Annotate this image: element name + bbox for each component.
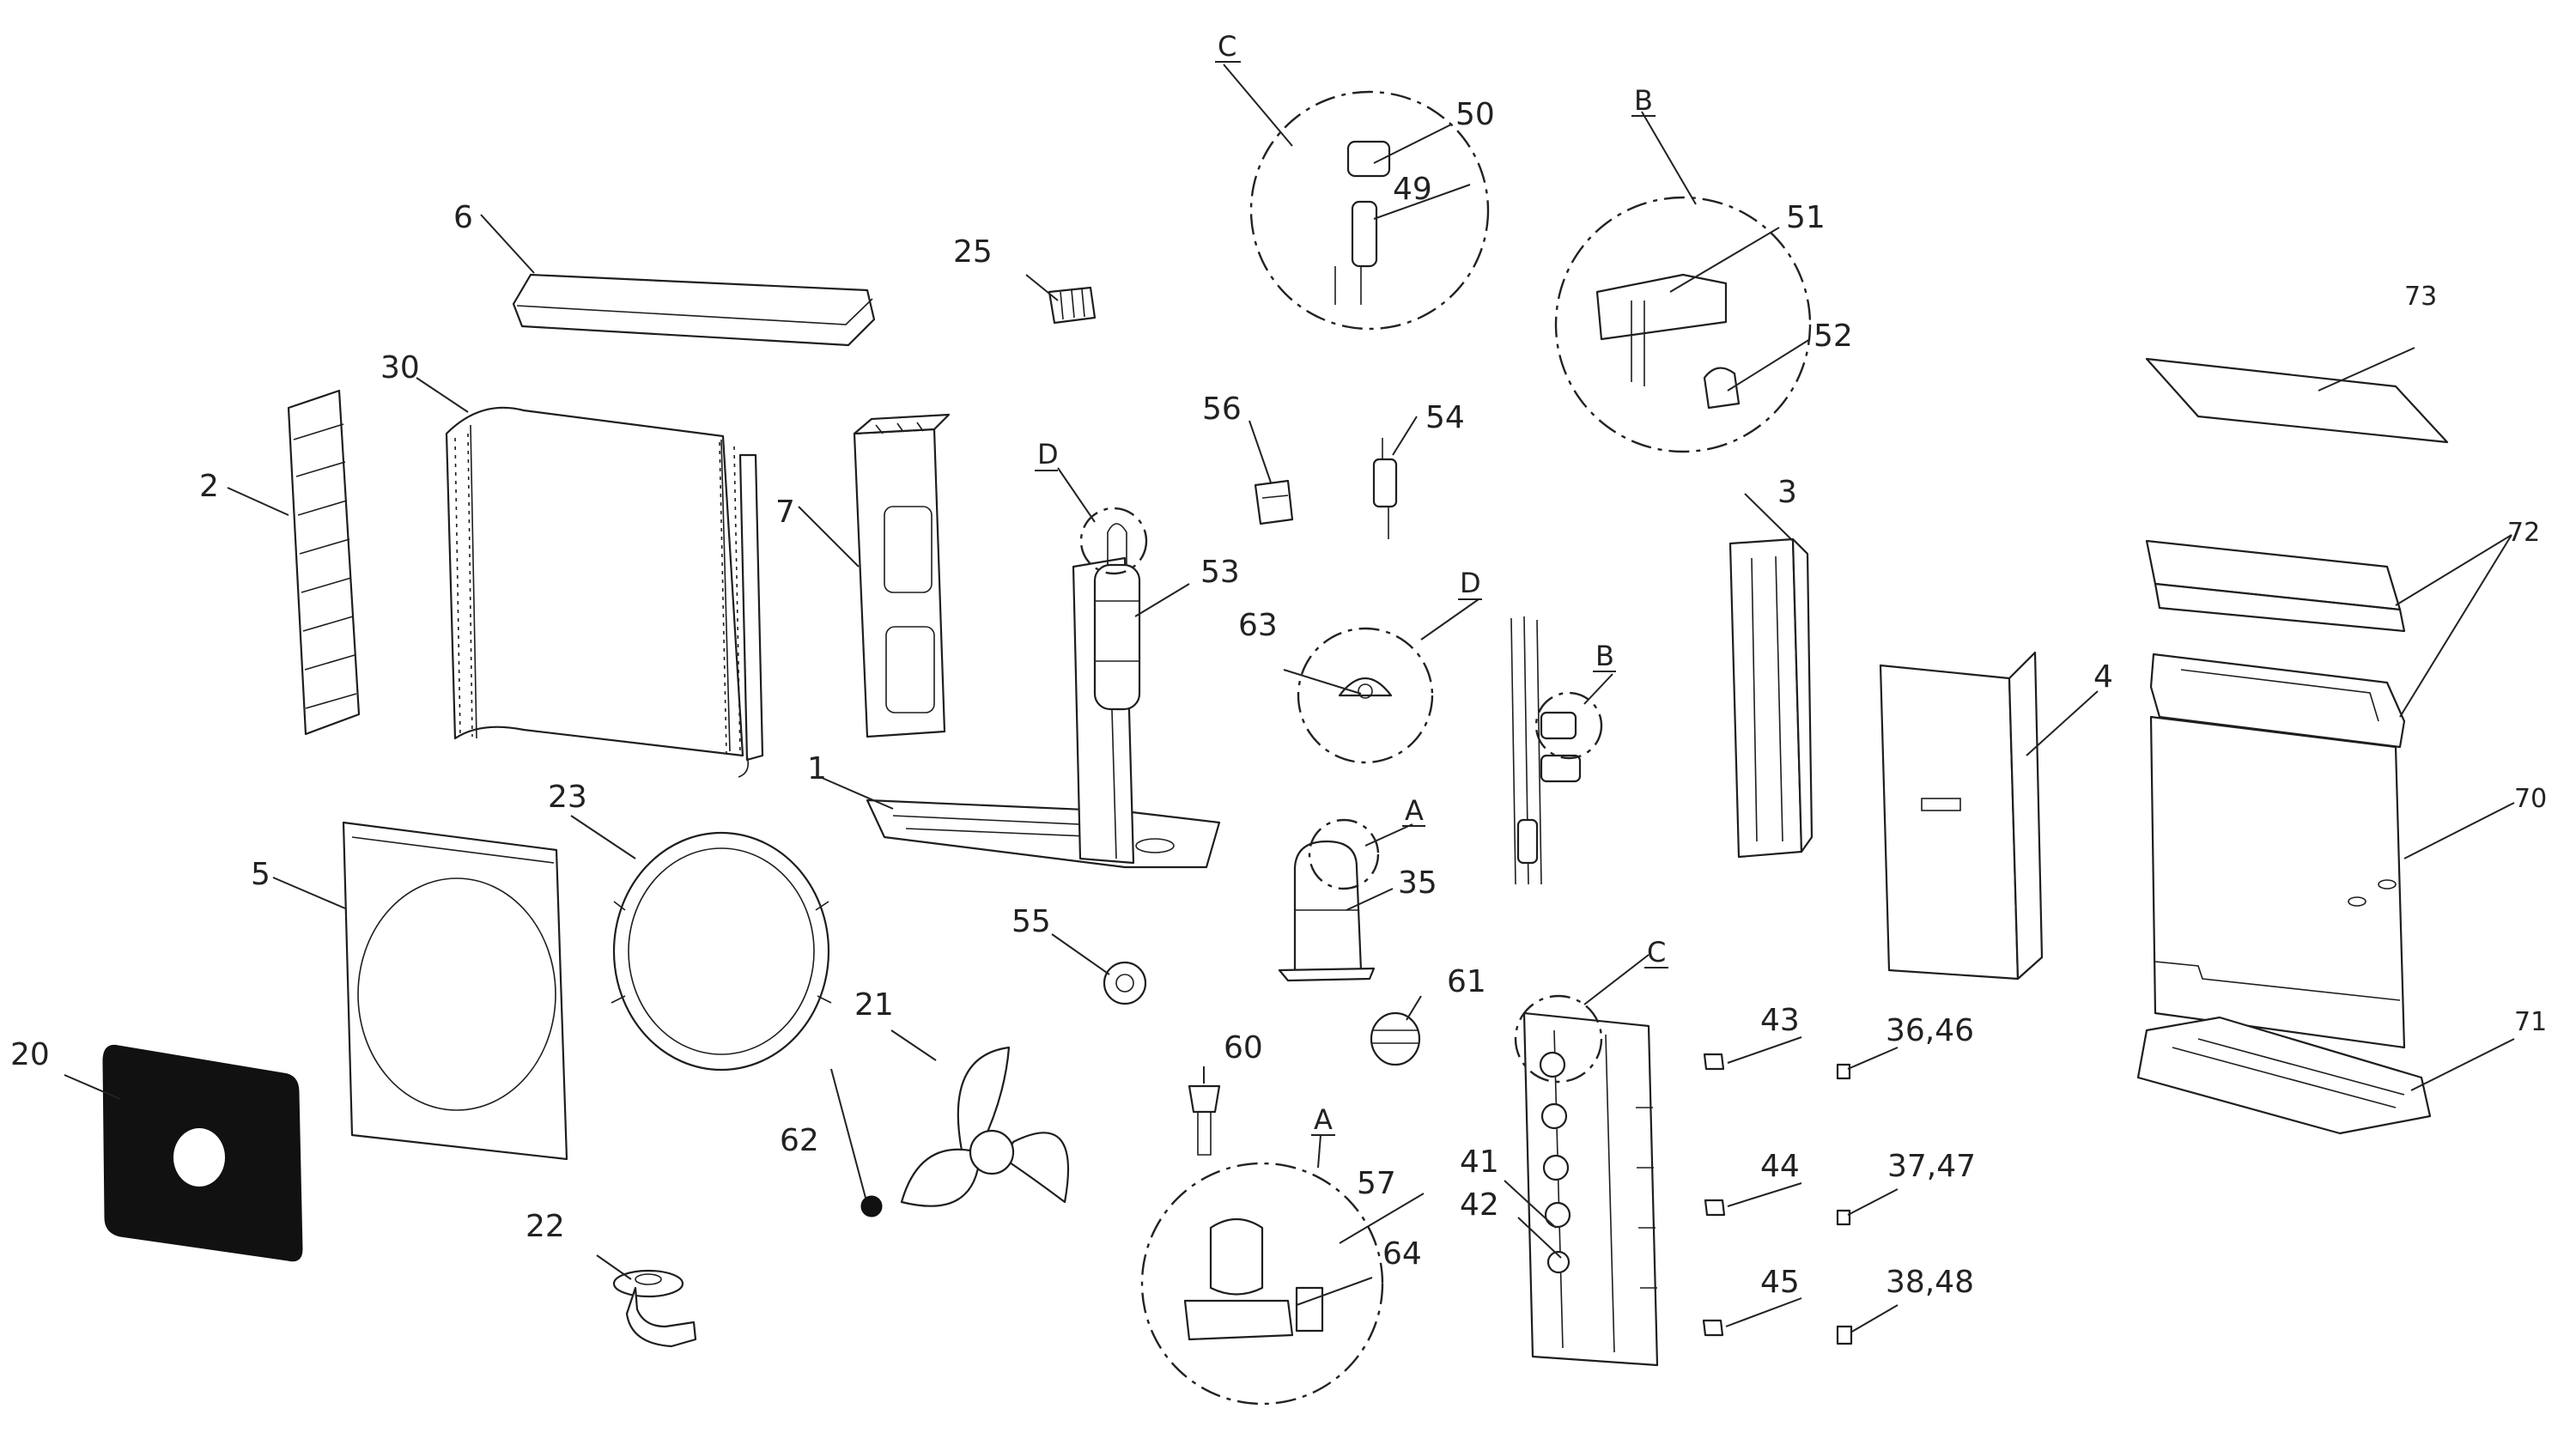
part-62-nut [860, 1195, 883, 1217]
label-64: 64 [1382, 1236, 1422, 1272]
part-20-fan-guard [102, 1044, 303, 1262]
label-44: 44 [1760, 1149, 1800, 1184]
label-7: 7 [775, 495, 795, 530]
part-7-partition [853, 413, 951, 738]
part-73-sheet [2145, 357, 2449, 444]
label-36-46: 36,46 [1886, 1013, 1974, 1048]
label-55: 55 [1012, 904, 1051, 939]
label-73: 73 [2404, 282, 2437, 312]
leader-lines [64, 64, 2515, 1333]
part-60-bolt [1188, 1084, 1221, 1156]
label-3: 3 [1777, 475, 1797, 510]
label-70: 70 [2514, 784, 2547, 814]
label-20: 20 [10, 1037, 50, 1072]
label-4: 4 [2093, 659, 2113, 695]
part-53-accumulator [1093, 523, 1141, 711]
detail-b-view-letter: B [1634, 84, 1653, 117]
detail-a-view-letter: A [1314, 1103, 1333, 1136]
detail-view-b [1554, 196, 1812, 453]
part-23-fan-ring [611, 831, 832, 1072]
pipe-assembly [1510, 616, 1582, 885]
label-25: 25 [953, 234, 993, 270]
part-55-component [1103, 961, 1147, 1005]
part-54-valve [1372, 438, 1398, 539]
label-49: 49 [1393, 172, 1432, 207]
label-37-47: 37,47 [1887, 1149, 1976, 1184]
part-4-side-panel [1879, 651, 2044, 981]
part-72-upper-pad [2145, 539, 2406, 749]
label-21: 21 [854, 987, 894, 1023]
detail-c-view-letter: C [1218, 30, 1236, 63]
label-60: 60 [1224, 1030, 1263, 1066]
label-71: 71 [2514, 1007, 2547, 1037]
label-51: 51 [1786, 200, 1826, 235]
part-5-front-panel [342, 821, 568, 1161]
part-71-base-pad [2136, 1016, 2432, 1135]
label-63: 63 [1238, 608, 1278, 643]
detail-view-d [1297, 627, 1434, 764]
valve-manifold [1522, 1011, 1659, 1367]
label-30: 30 [380, 350, 420, 386]
label-57: 57 [1357, 1166, 1396, 1201]
label-61: 61 [1447, 964, 1486, 999]
label-22: 22 [526, 1209, 565, 1244]
part-25-connector [1048, 286, 1097, 325]
label-45: 45 [1760, 1265, 1800, 1300]
label-54: 54 [1425, 400, 1465, 435]
detail-view-c [1249, 90, 1490, 331]
detail-a-ref-letter: A [1405, 794, 1424, 827]
fittings [1702, 1053, 1853, 1345]
detail-reference-circles [1079, 507, 1603, 1084]
part-35-compressor [1278, 840, 1376, 982]
label-62: 62 [780, 1123, 819, 1158]
part-6-top-panel [512, 273, 876, 347]
part-56-sensor [1254, 479, 1294, 525]
detail-d-view-letter: D [1460, 567, 1481, 599]
label-53: 53 [1200, 555, 1240, 590]
label-52: 52 [1814, 319, 1853, 354]
label-5: 5 [251, 857, 270, 892]
label-56: 56 [1202, 392, 1242, 427]
label-6: 6 [453, 200, 473, 235]
part-2-side-grille [287, 389, 361, 736]
part-21-fan-blade [900, 1046, 1070, 1207]
detail-d-ref-letter: D [1037, 438, 1059, 471]
label-2: 2 [199, 469, 219, 504]
label-41: 41 [1460, 1145, 1499, 1180]
label-42: 42 [1460, 1187, 1499, 1223]
part-number-labels: 6 2 30 7 5 23 20 21 22 62 1 53 25 56 54 … [10, 97, 2547, 1300]
label-1: 1 [807, 751, 827, 786]
detail-view-a [1140, 1162, 1384, 1406]
label-50: 50 [1455, 97, 1495, 132]
label-23: 23 [548, 780, 587, 815]
label-72: 72 [2507, 518, 2540, 548]
part-22-drain-elbow [612, 1269, 697, 1348]
label-43: 43 [1760, 1003, 1800, 1038]
detail-b-ref-letter: B [1595, 640, 1614, 672]
detail-c-ref-letter: C [1647, 936, 1666, 968]
label-38-48: 38,48 [1886, 1265, 1974, 1300]
part-70-carton [2149, 715, 2406, 1049]
part-30-condenser-coil [445, 406, 764, 778]
detail-letters: C B D D B A C A [1035, 30, 1668, 1136]
part-61-mount [1370, 1011, 1421, 1066]
part-3-electrical-box [1728, 537, 1814, 859]
label-35: 35 [1398, 865, 1437, 901]
